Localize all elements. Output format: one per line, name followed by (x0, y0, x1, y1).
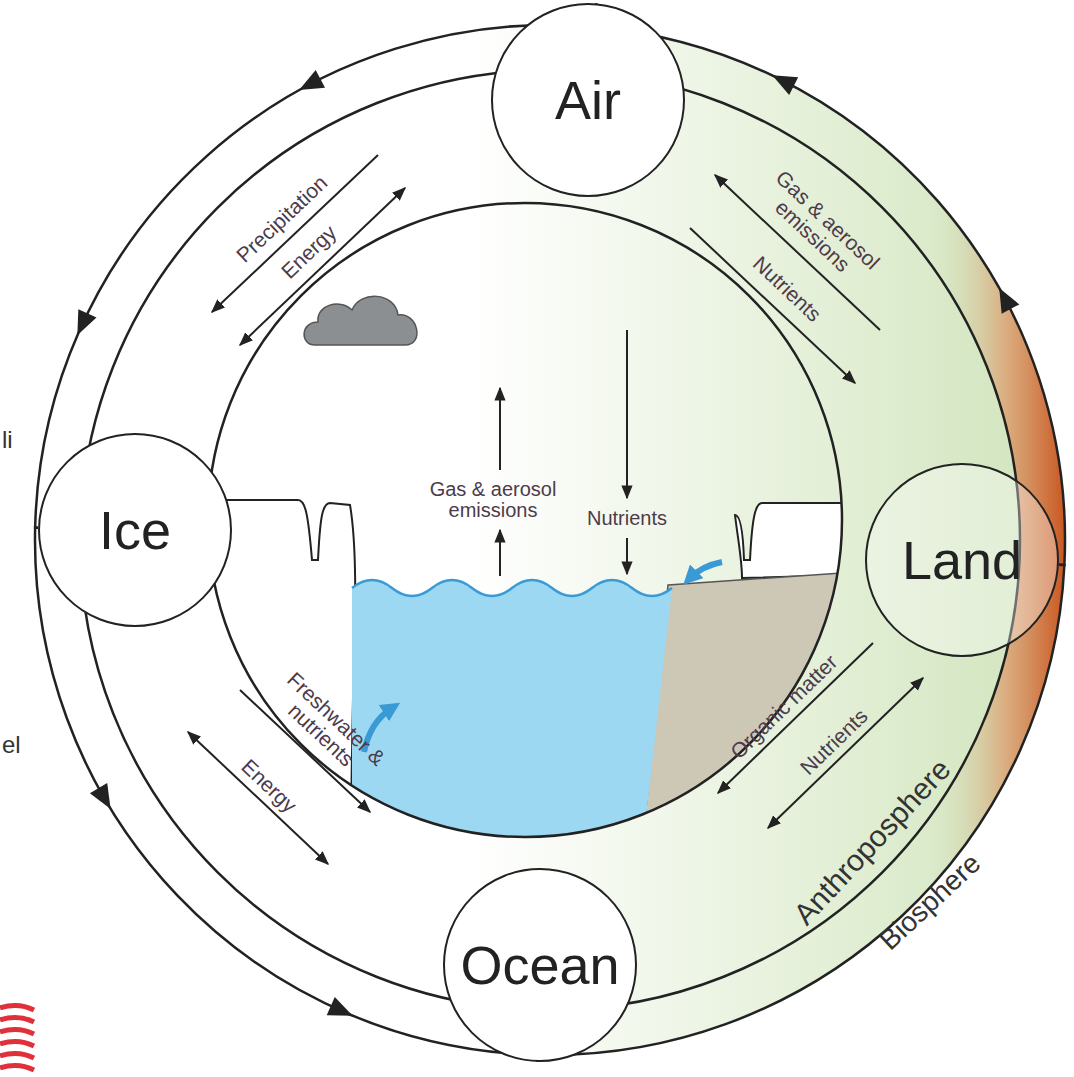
sphere-circle: Ocean (443, 868, 637, 1062)
flow-connector (212, 155, 378, 312)
ocean-water (352, 580, 672, 870)
emission-arrow (499, 388, 501, 470)
ring-arrowhead (999, 288, 1019, 314)
ring-arrowhead (77, 309, 96, 335)
sphere-name: Ocean (460, 934, 619, 996)
ring-arrowhead (772, 75, 798, 95)
ring-arrowhead (299, 70, 325, 90)
ring-arrowhead (327, 997, 353, 1016)
sphere-circle: Ice (38, 433, 232, 627)
land-block (640, 572, 855, 870)
flux-arrow (188, 732, 328, 864)
land-cliff (735, 503, 855, 578)
logo (0, 1005, 34, 1070)
flow-connector (240, 188, 405, 345)
sphere-circle: Air (491, 3, 685, 197)
runoff-arrow (690, 562, 722, 578)
annotation-label: el (2, 732, 42, 757)
flux-arrow (212, 155, 378, 312)
sphere-circle: Land (865, 463, 1059, 657)
emission-arrow (499, 530, 501, 576)
sphere-name: Ice (99, 499, 171, 561)
earth-illustration (200, 296, 855, 870)
sphere-name: Land (902, 529, 1022, 591)
annotation-label: Nutrients (567, 508, 687, 529)
deposition-arrow (626, 538, 628, 574)
ocean-wave (352, 580, 672, 596)
annotation-label: Gas & aerosol emissions (418, 479, 568, 521)
cloud (304, 296, 417, 345)
ring-arrowhead (90, 783, 111, 809)
flow-connector (188, 732, 328, 864)
annotation-label: li (2, 427, 42, 452)
sphere-name: Air (555, 69, 621, 131)
deposition-arrow (626, 330, 628, 498)
flux-arrow (240, 188, 405, 345)
